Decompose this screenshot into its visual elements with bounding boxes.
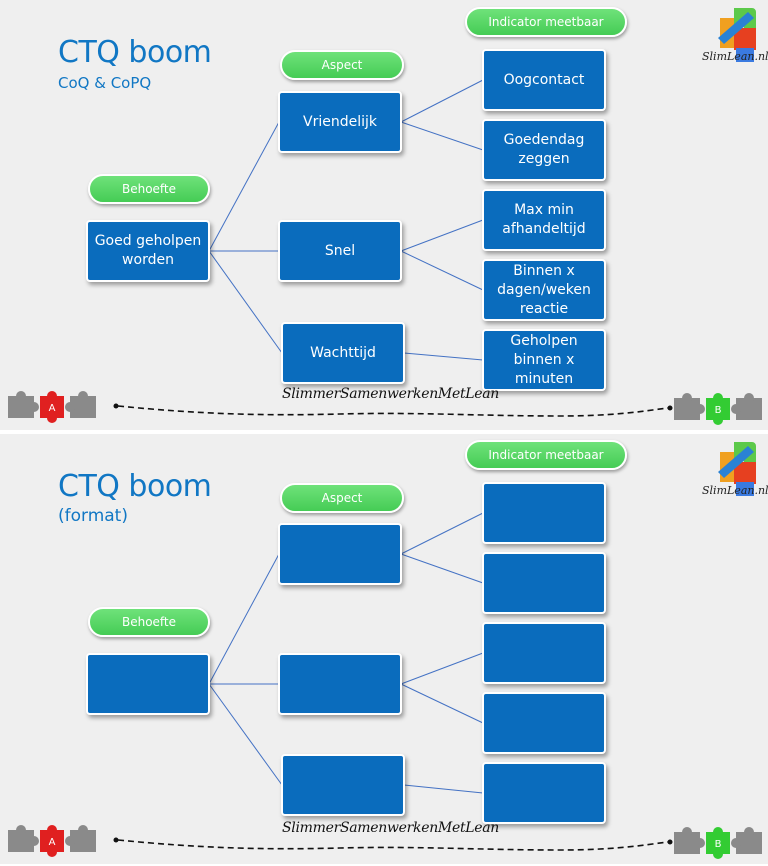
svg-text:B: B — [715, 839, 722, 850]
aspect-label: Aspect — [280, 50, 404, 80]
puzzle-gray-icon — [674, 393, 705, 420]
indicator-box-2: Goedendag zeggen — [482, 119, 606, 181]
footer-graphics: A B — [8, 391, 762, 425]
indicator-label: Indicator meetbaar — [465, 7, 627, 37]
behoefte-label: Behoefte — [88, 174, 210, 204]
footer-text: SlimmerSamenwerkenMetLean — [282, 386, 500, 402]
aspect-box-2 — [278, 653, 402, 715]
indicator-box-1: Oogcontact — [482, 49, 606, 111]
slimlean-logo-icon — [718, 442, 756, 496]
page-subtitle: CoQ & CoPQ — [58, 74, 152, 92]
indicator-box-5 — [482, 762, 606, 824]
aspect-box-3: Wachttijd — [281, 322, 405, 384]
puzzle-gray-icon — [8, 825, 39, 852]
indicator-box-2 — [482, 552, 606, 614]
puzzle-gray-icon — [731, 393, 762, 420]
connector-lines — [208, 512, 484, 794]
logo-text: SlimLean.nl — [702, 484, 768, 497]
footer-graphics: A B — [8, 825, 762, 859]
footer-text: SlimmerSamenwerkenMetLean — [282, 820, 500, 836]
svg-text:A: A — [49, 837, 56, 848]
indicator-box-5: Geholpen binnen x minuten — [482, 329, 606, 391]
need-box — [86, 653, 210, 715]
puzzle-gray-icon — [8, 391, 39, 418]
puzzle-b-icon: B — [706, 827, 730, 859]
indicator-box-1 — [482, 482, 606, 544]
indicator-box-3: Max min afhandeltijd — [482, 189, 606, 251]
connector-lines — [208, 79, 484, 361]
indicator-box-4: Binnen x dagen/weken reactie — [482, 259, 606, 321]
indicator-box-4 — [482, 692, 606, 754]
puzzle-gray-icon — [65, 825, 96, 852]
aspect-box-2: Snel — [278, 220, 402, 282]
puzzle-a-icon: A — [40, 391, 64, 423]
aspect-label: Aspect — [280, 483, 404, 513]
slimlean-logo-icon — [718, 8, 756, 62]
slide-ctq-format: CTQ boom (format) Behoefte Aspect Indica… — [0, 434, 768, 864]
svg-text:A: A — [49, 403, 56, 414]
aspect-box-1: Vriendelijk — [278, 91, 402, 153]
aspect-box-3 — [281, 754, 405, 816]
page-title: CTQ boom — [58, 469, 212, 504]
need-box: Goed geholpen worden — [86, 220, 210, 282]
behoefte-label: Behoefte — [88, 607, 210, 637]
logo-text: SlimLean.nl — [702, 50, 768, 63]
puzzle-gray-icon — [731, 827, 762, 854]
page-title: CTQ boom — [58, 35, 212, 70]
puzzle-gray-icon — [674, 827, 705, 854]
puzzle-a-icon: A — [40, 825, 64, 857]
indicator-label: Indicator meetbaar — [465, 440, 627, 470]
puzzle-gray-icon — [65, 391, 96, 418]
aspect-box-1 — [278, 523, 402, 585]
puzzle-b-icon: B — [706, 393, 730, 425]
svg-text:B: B — [715, 405, 722, 416]
slide-ctq-example: CTQ boom CoQ & CoPQ Behoefte Aspect Indi… — [0, 0, 768, 430]
indicator-box-3 — [482, 622, 606, 684]
page-subtitle: (format) — [58, 506, 128, 526]
